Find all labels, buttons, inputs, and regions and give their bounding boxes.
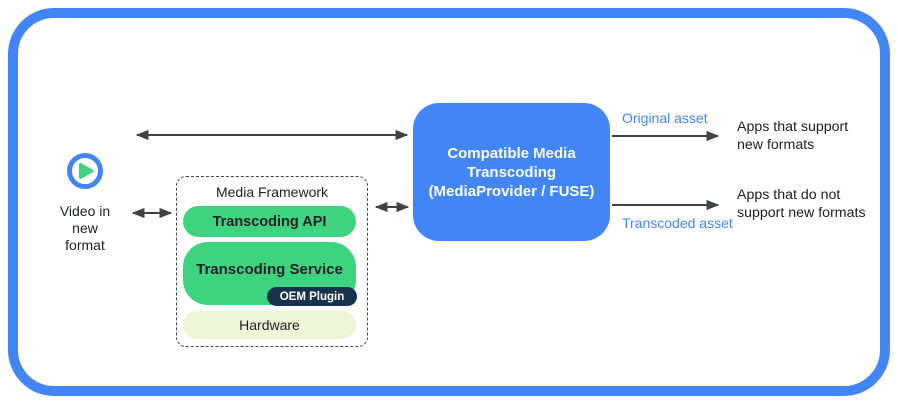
transcoder-line: (MediaProvider / FUSE) bbox=[428, 182, 595, 200]
video-source-label: Video in new format bbox=[38, 203, 132, 254]
media-framework-box: Media Framework Transcoding API Transcod… bbox=[176, 176, 368, 347]
apps-no-support-line: Apps that do not bbox=[737, 187, 841, 203]
apps-support-line: new formats bbox=[737, 137, 815, 153]
video-source-line: Video in bbox=[59, 203, 111, 219]
apps-no-support-line: support new formats bbox=[737, 205, 866, 221]
apps-support-line: Apps that support bbox=[737, 119, 849, 135]
play-icon bbox=[67, 153, 103, 189]
diagram-border bbox=[8, 8, 890, 396]
oem-plugin-pill: OEM Plugin bbox=[267, 287, 357, 306]
transcoder-line: Compatible Media bbox=[447, 144, 576, 162]
original-asset-label: Original asset bbox=[622, 110, 708, 126]
apps-no-support-label: Apps that do not support new formats bbox=[737, 186, 866, 222]
transcoding-api-pill: Transcoding API bbox=[183, 206, 356, 237]
compatible-media-transcoding-box: Compatible Media Transcoding (MediaProvi… bbox=[413, 103, 610, 241]
hardware-pill: Hardware bbox=[183, 311, 356, 339]
transcoder-line: Transcoding bbox=[466, 163, 557, 181]
media-framework-title: Media Framework bbox=[215, 184, 329, 200]
apps-support-label: Apps that support new formats bbox=[737, 118, 848, 154]
video-source-line: format bbox=[65, 237, 105, 253]
transcoded-asset-label: Transcoded asset bbox=[622, 215, 733, 231]
video-source-line: new bbox=[72, 220, 98, 236]
